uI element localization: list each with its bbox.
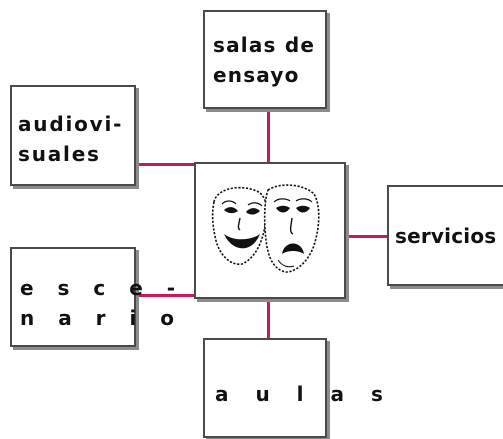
node-aulas: a u l a s: [203, 338, 383, 438]
node-label: salas de ensayo: [213, 33, 316, 87]
node-label: audiovi- suales: [18, 112, 124, 166]
node-label: e s c e - n a r i o: [20, 276, 184, 330]
connector-left-lower: [136, 294, 194, 297]
node-audiovisuales: audiovi- suales: [10, 85, 136, 186]
node-center-theater: [194, 162, 346, 299]
node-escenario: e s c e - n a r i o: [10, 247, 175, 347]
connector-left-upper: [136, 163, 194, 166]
connector-bottom: [267, 299, 270, 338]
connector-top: [267, 109, 270, 162]
comedy-mask: [211, 186, 268, 265]
node-salas-de-ensayo: salas de ensayo: [203, 10, 327, 109]
theater-masks-icon: [211, 184, 320, 273]
node-label: servicios: [395, 224, 497, 248]
node-label: a u l a s: [215, 382, 393, 406]
node-servicios: servicios: [387, 185, 503, 286]
connector-right: [346, 235, 387, 238]
